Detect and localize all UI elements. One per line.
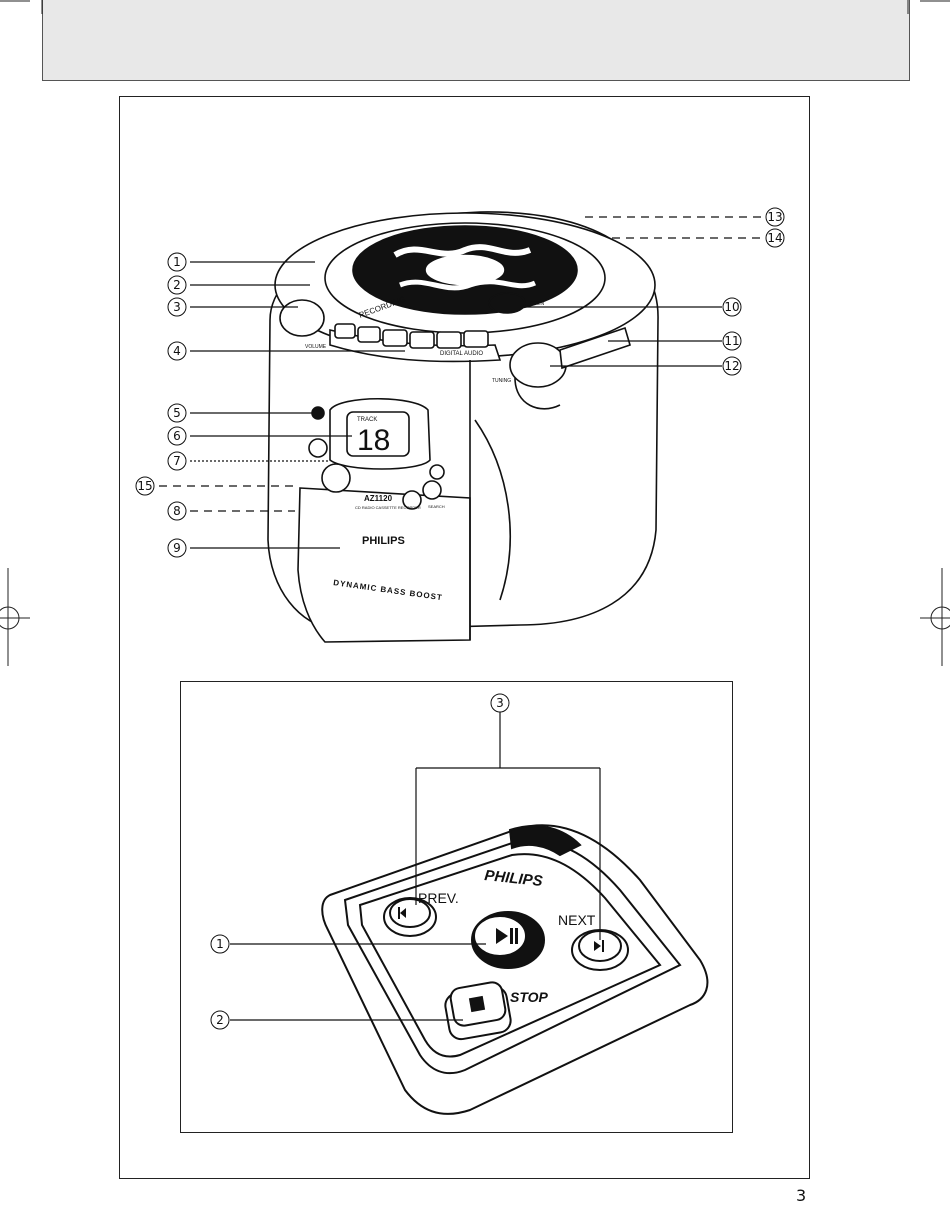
callout-4: 4 bbox=[173, 344, 181, 358]
callout-6: 6 bbox=[173, 429, 181, 443]
callout-10: 10 bbox=[724, 300, 739, 314]
callout-12: 12 bbox=[724, 359, 739, 373]
open-label: OPEN bbox=[530, 301, 545, 307]
lcd-digits: 18 bbox=[357, 424, 390, 457]
brand-logo-top: PHILIPS bbox=[362, 535, 405, 547]
page-frame bbox=[119, 96, 810, 1179]
callout-15: 15 bbox=[137, 479, 152, 493]
callout-9: 9 bbox=[173, 541, 181, 555]
callout-8: 8 bbox=[173, 504, 181, 518]
model-label: AZ1120 bbox=[364, 494, 393, 503]
callout-14: 14 bbox=[767, 231, 782, 245]
callout-1: 1 bbox=[173, 255, 181, 269]
disc-label: DIGITAL AUDIO bbox=[440, 351, 483, 357]
callout-2: 2 bbox=[173, 278, 181, 292]
lcd-label: TRACK bbox=[357, 417, 377, 423]
tuning-label: TUNING bbox=[492, 378, 511, 384]
remote-figure-frame bbox=[180, 681, 733, 1133]
header-band bbox=[42, 0, 910, 81]
model-sub-label: CD RADIO CASSETTE RECORDER bbox=[355, 505, 421, 510]
callout-13: 13 bbox=[767, 210, 782, 224]
callout-5: 5 bbox=[173, 406, 181, 420]
search-label: SEARCH bbox=[428, 504, 445, 509]
page-number: 3 bbox=[796, 1186, 807, 1205]
product-illustration: 18 TRACK RECORDING DIGITAL AUDIO OPEN VO… bbox=[135, 207, 785, 643]
volume-label: VOLUME bbox=[305, 344, 327, 350]
callout-7: 7 bbox=[173, 454, 181, 468]
callout-11: 11 bbox=[724, 334, 739, 348]
callout-3: 3 bbox=[173, 300, 181, 314]
